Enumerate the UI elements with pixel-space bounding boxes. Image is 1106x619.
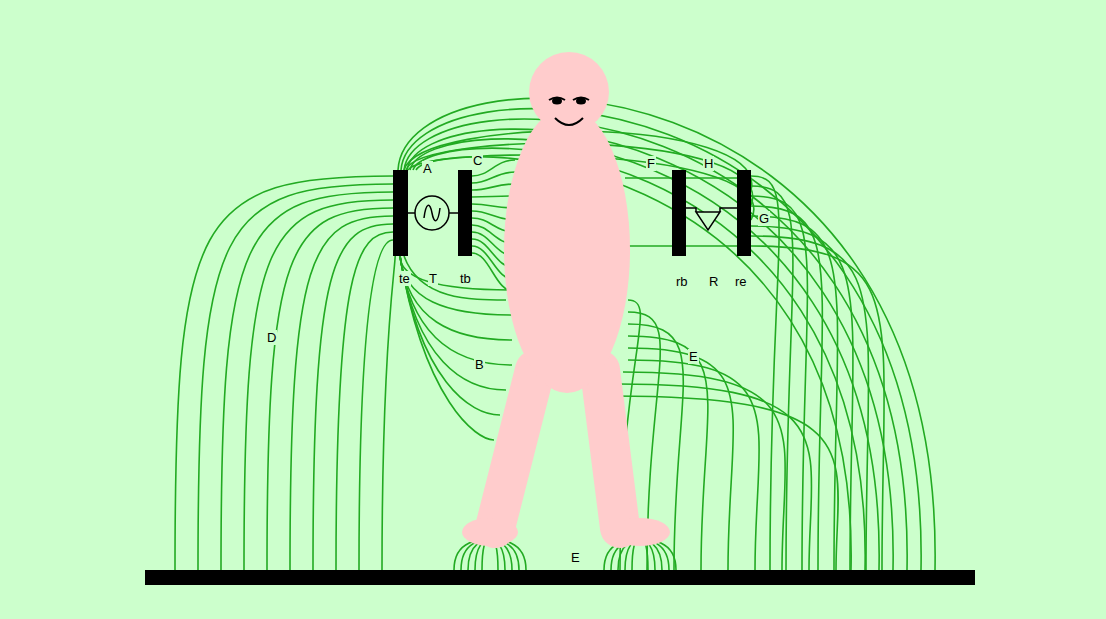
- field-line: [404, 119, 907, 570]
- field-line: [407, 129, 893, 570]
- receiver: [672, 170, 751, 256]
- part-label: G: [758, 211, 770, 226]
- field-line: [400, 256, 512, 315]
- field-line: [625, 177, 672, 179]
- field-line: [472, 172, 515, 183]
- transmitter: [393, 170, 472, 256]
- field-line: [401, 109, 921, 570]
- field-line: [751, 206, 822, 570]
- field-line: [244, 200, 393, 570]
- field-line: [400, 256, 512, 365]
- field-line: [628, 245, 672, 247]
- part-label: te: [398, 271, 411, 286]
- field-line: [400, 256, 494, 440]
- field-line: [175, 176, 393, 570]
- part-label: B: [474, 357, 485, 372]
- field-line: [751, 216, 838, 570]
- part-label: F: [646, 156, 656, 171]
- ground-plane: [145, 570, 975, 585]
- field-line: [410, 139, 879, 570]
- part-label: A: [422, 161, 433, 176]
- field-line: [398, 98, 935, 570]
- field-line: [313, 224, 393, 570]
- field-line: [404, 256, 506, 300]
- field-line: [221, 192, 393, 570]
- field-line: [686, 177, 737, 179]
- field-line: [751, 196, 807, 570]
- field-line: [198, 184, 393, 570]
- part-label: E: [570, 550, 581, 565]
- part-label: H: [703, 156, 714, 171]
- field-line: [400, 256, 512, 290]
- ac-source-symbol: [415, 196, 449, 230]
- part-label: T: [428, 271, 438, 286]
- field-line: [400, 256, 500, 415]
- field-line: [382, 248, 395, 570]
- field-line: [290, 216, 393, 570]
- field-line: [413, 148, 865, 570]
- face: [549, 98, 589, 126]
- field-line: [416, 157, 851, 570]
- part-label: R: [708, 274, 719, 289]
- field-line: [751, 176, 779, 570]
- part-label: E: [688, 349, 699, 364]
- part-label: D: [266, 330, 277, 345]
- field-line: [359, 240, 393, 570]
- field-lines: [175, 98, 935, 570]
- part-label: re: [734, 274, 748, 289]
- field-line: [267, 208, 393, 570]
- field-line: [472, 184, 515, 190]
- amplifier-symbol: [696, 212, 720, 230]
- human-body: [462, 52, 670, 546]
- field-line: [686, 245, 737, 247]
- part-label: tb: [459, 271, 472, 286]
- part-label: rb: [675, 274, 689, 289]
- part-label: C: [472, 153, 483, 168]
